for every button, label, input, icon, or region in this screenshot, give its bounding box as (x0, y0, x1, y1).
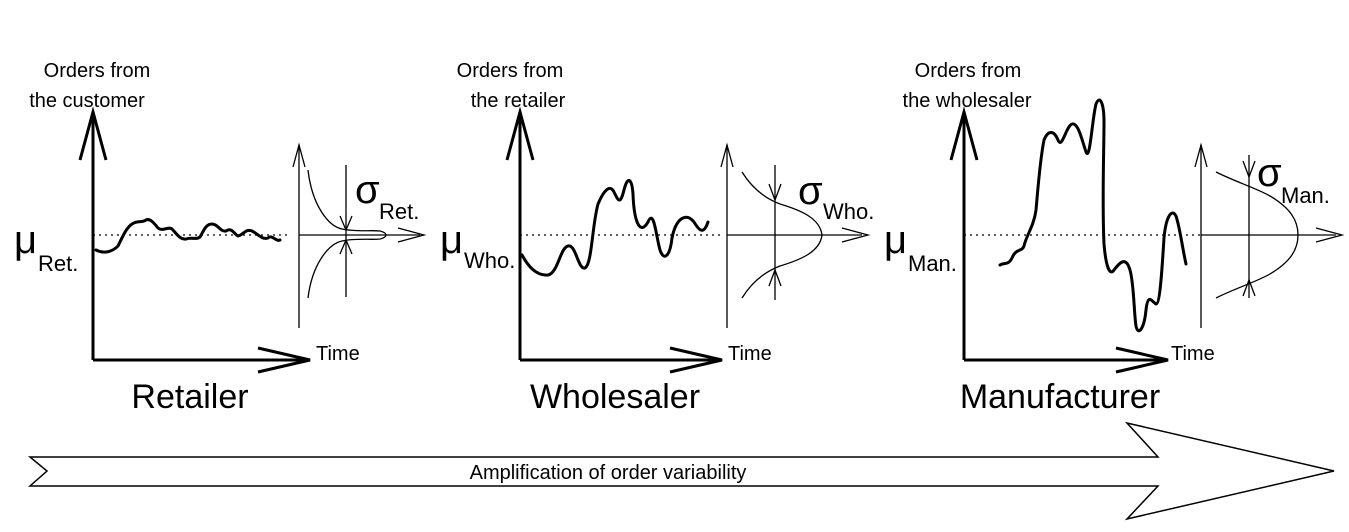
wholesaler-distribution-curve (741, 171, 823, 299)
retailer-x-axis-arrowhead (257, 346, 311, 374)
retailer-mu-symbol: μ (14, 218, 37, 262)
retailer-distribution-curve (307, 169, 387, 299)
retailer-order-signal (94, 218, 282, 254)
amplification-arrow-label: Amplification of order variability (470, 462, 747, 484)
wholesaler-sigma-arrow-top (768, 183, 782, 202)
retailer-sigma-subscript: Ret. (379, 199, 419, 224)
retailer-stage-label: Retailer (131, 378, 248, 416)
manufacturer-y-label-line1: Orders from (915, 60, 1022, 82)
manufacturer-sigma-arrow-bottom (1242, 278, 1256, 297)
manufacturer-panel: Orders from the wholesaler Time μ Man. σ… (884, 60, 1345, 416)
wholesaler-stage-label: Wholesaler (530, 378, 700, 416)
wholesaler-order-signal (520, 179, 710, 277)
retailer-sigma-symbol: σ (355, 168, 380, 212)
retailer-dist-horizontal-arrowhead (397, 227, 427, 243)
retailer-mu-subscript: Ret. (38, 251, 78, 276)
retailer-sigma-arrow-top (339, 215, 353, 232)
retailer-time-label: Time (316, 343, 360, 365)
manufacturer-x-axis-arrowhead (1115, 346, 1169, 374)
wholesaler-time-label: Time (728, 343, 772, 365)
wholesaler-sigma-symbol: σ (798, 169, 823, 213)
manufacturer-mu-subscript: Man. (908, 251, 957, 276)
retailer-y-label-line1: Orders from (44, 60, 151, 82)
manufacturer-sigma-arrow-top (1242, 160, 1256, 179)
wholesaler-dist-vertical-arrowhead (720, 142, 734, 168)
wholesaler-y-label-line1: Orders from (457, 60, 564, 82)
wholesaler-dist-horizontal-arrowhead (841, 227, 871, 243)
wholesaler-panel: Orders from the retailer Time μ Who. σ W… (440, 60, 874, 416)
wholesaler-sigma-subscript: Who. (823, 199, 874, 224)
retailer-dist-vertical-arrowhead (292, 142, 306, 168)
wholesaler-x-axis-arrowhead (669, 346, 723, 374)
manufacturer-dist-vertical-arrowhead (1194, 142, 1208, 168)
manufacturer-distribution-curve (1215, 171, 1299, 299)
manufacturer-time-label: Time (1171, 343, 1215, 365)
amplification-arrow: Amplification of order variability (27, 421, 1335, 521)
wholesaler-y-label-line2: the retailer (471, 90, 566, 112)
wholesaler-sigma-arrow-bottom (768, 268, 782, 287)
wholesaler-mu-symbol: μ (440, 218, 463, 262)
manufacturer-mu-symbol: μ (884, 218, 907, 262)
manufacturer-dist-horizontal-arrowhead (1315, 227, 1345, 243)
retailer-y-axis-arrowhead (78, 106, 108, 161)
manufacturer-sigma-subscript: Man. (1281, 183, 1330, 208)
amplification-arrow-shape (27, 421, 1335, 521)
wholesaler-y-axis-arrowhead (505, 106, 535, 161)
retailer-sigma-arrow-bottom (339, 238, 353, 255)
manufacturer-stage-label: Manufacturer (960, 378, 1160, 416)
manufacturer-sigma-symbol: σ (1257, 151, 1282, 195)
retailer-panel: Orders from the customer Time μ Ret. σ R… (14, 60, 427, 416)
manufacturer-order-signal (998, 98, 1188, 333)
wholesaler-mu-subscript: Who. (464, 248, 515, 273)
manufacturer-y-axis-arrowhead (949, 106, 979, 161)
retailer-y-label-line2: the customer (29, 90, 145, 112)
manufacturer-y-label-line2: the wholesaler (903, 90, 1032, 112)
